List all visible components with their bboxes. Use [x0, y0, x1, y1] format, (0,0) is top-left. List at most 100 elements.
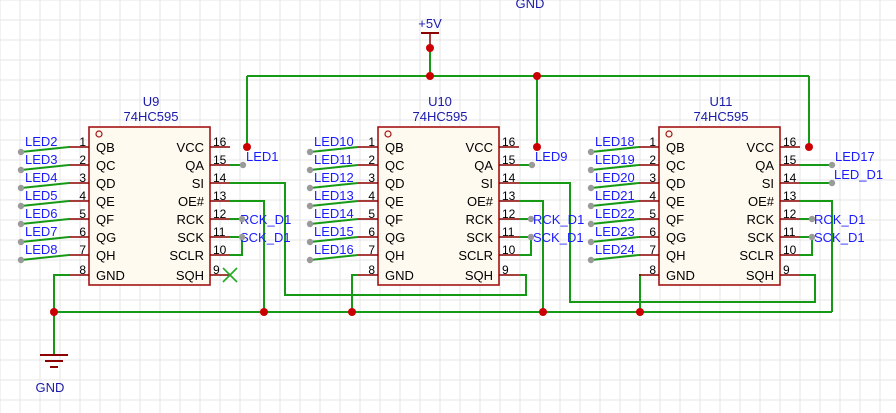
- net-endpoint: [528, 161, 536, 169]
- pin-number: 15: [213, 153, 227, 167]
- wire: [230, 182, 527, 296]
- net-label-qa[interactable]: LED17: [835, 149, 875, 164]
- net-endpoint: [306, 184, 314, 192]
- wire: [309, 254, 359, 261]
- pin-name: QF: [96, 212, 114, 227]
- pin-name: RCK: [177, 212, 205, 227]
- net-label[interactable]: LED19: [595, 152, 635, 167]
- net-label-rck[interactable]: RCK_D1: [533, 212, 584, 227]
- pin-number: 15: [502, 153, 516, 167]
- net-endpoint: [527, 233, 535, 241]
- net-endpoint: [527, 215, 535, 223]
- pin1-marker: [384, 130, 392, 138]
- wire: [309, 218, 359, 225]
- net-label[interactable]: LED11: [314, 152, 353, 167]
- chip-part: 74HC595: [413, 109, 468, 124]
- pin-name: QG: [666, 230, 686, 245]
- net-label[interactable]: LED14: [314, 206, 354, 221]
- junction-dot: [539, 308, 547, 316]
- pin-number: 12: [213, 207, 227, 221]
- wire: [309, 236, 359, 243]
- pin-name: QC: [385, 158, 405, 173]
- pin1-marker: [95, 130, 103, 138]
- net-label[interactable]: LED3: [25, 152, 58, 167]
- net-label[interactable]: LED20: [595, 170, 635, 185]
- net-label[interactable]: LED4: [25, 170, 58, 185]
- chip-body: [88, 126, 211, 286]
- pin-number: 10: [213, 243, 227, 257]
- pin-name: OE#: [178, 194, 205, 209]
- pin-number: 11: [213, 225, 226, 239]
- junctions-layer: [17, 44, 836, 316]
- pin-name: SCK: [466, 230, 493, 245]
- wire: [590, 218, 640, 225]
- pin-name: RCK: [466, 212, 494, 227]
- net-endpoint: [17, 256, 25, 264]
- pin-number: 2: [368, 153, 375, 167]
- net-label[interactable]: LED2: [25, 134, 58, 149]
- gnd-label-top: GND: [516, 0, 545, 11]
- junction-dot: [243, 143, 251, 151]
- net-label-rck[interactable]: RCK_D1: [814, 212, 865, 227]
- net-endpoint: [238, 215, 246, 223]
- wire: [590, 146, 640, 153]
- pin-name: OE#: [467, 194, 494, 209]
- pin-number: 3: [649, 171, 656, 185]
- net-label-rck[interactable]: RCK_D1: [240, 212, 291, 227]
- pin-name: QD: [385, 176, 405, 191]
- net-endpoint: [306, 220, 314, 228]
- net-label[interactable]: LED21: [595, 188, 635, 203]
- net-label[interactable]: LED24: [595, 242, 635, 257]
- pin-name: QG: [96, 230, 116, 245]
- wire: [590, 236, 640, 243]
- net-endpoint: [808, 233, 816, 241]
- pin-name: GND: [385, 268, 414, 283]
- net-label[interactable]: LED13: [314, 188, 354, 203]
- pin-name: QC: [666, 158, 686, 173]
- net-label-sck[interactable]: SCK_D1: [533, 230, 584, 245]
- wire: [20, 236, 70, 243]
- net-label-sck[interactable]: SCK_D1: [240, 230, 291, 245]
- net-label-qa[interactable]: LED9: [535, 149, 568, 164]
- net-label[interactable]: LED8: [25, 242, 58, 257]
- pin-number: 6: [79, 225, 86, 239]
- net-label[interactable]: LED10: [314, 134, 354, 149]
- pin-name: SCK: [747, 230, 774, 245]
- net-label[interactable]: LED12: [314, 170, 354, 185]
- pin-number: 12: [783, 207, 797, 221]
- net-label[interactable]: LED22: [595, 206, 635, 221]
- net-label[interactable]: LED16: [314, 242, 354, 257]
- net-label-sck[interactable]: SCK_D1: [814, 230, 865, 245]
- pin-number: 9: [213, 263, 220, 277]
- net-label[interactable]: LED7: [25, 224, 58, 239]
- wire: [20, 254, 70, 261]
- net-endpoint: [828, 179, 836, 187]
- net-label[interactable]: LED6: [25, 206, 58, 221]
- pin-name: SQH: [465, 268, 493, 283]
- junction-dot: [636, 308, 644, 316]
- pin-number: 7: [649, 243, 656, 257]
- net-label[interactable]: LED23: [595, 224, 635, 239]
- net-label-si[interactable]: LED_D1: [834, 167, 883, 182]
- pin-number: 8: [79, 263, 86, 277]
- pin-number: 5: [368, 207, 375, 221]
- pin-number: 16: [783, 135, 797, 149]
- wire: [590, 164, 640, 171]
- junction-dot: [260, 308, 268, 316]
- net-label-qa[interactable]: LED1: [246, 149, 279, 164]
- pin1-marker: [665, 130, 673, 138]
- wire: [800, 200, 833, 312]
- wire: [519, 200, 544, 312]
- net-label[interactable]: LED15: [314, 224, 354, 239]
- net-label[interactable]: LED5: [25, 188, 58, 203]
- wire: [309, 146, 359, 153]
- pin-name: QB: [385, 140, 404, 155]
- pin-number: 13: [213, 189, 227, 203]
- net-label[interactable]: LED18: [595, 134, 635, 149]
- pin-name: SQH: [176, 268, 204, 283]
- net-endpoint: [17, 148, 25, 156]
